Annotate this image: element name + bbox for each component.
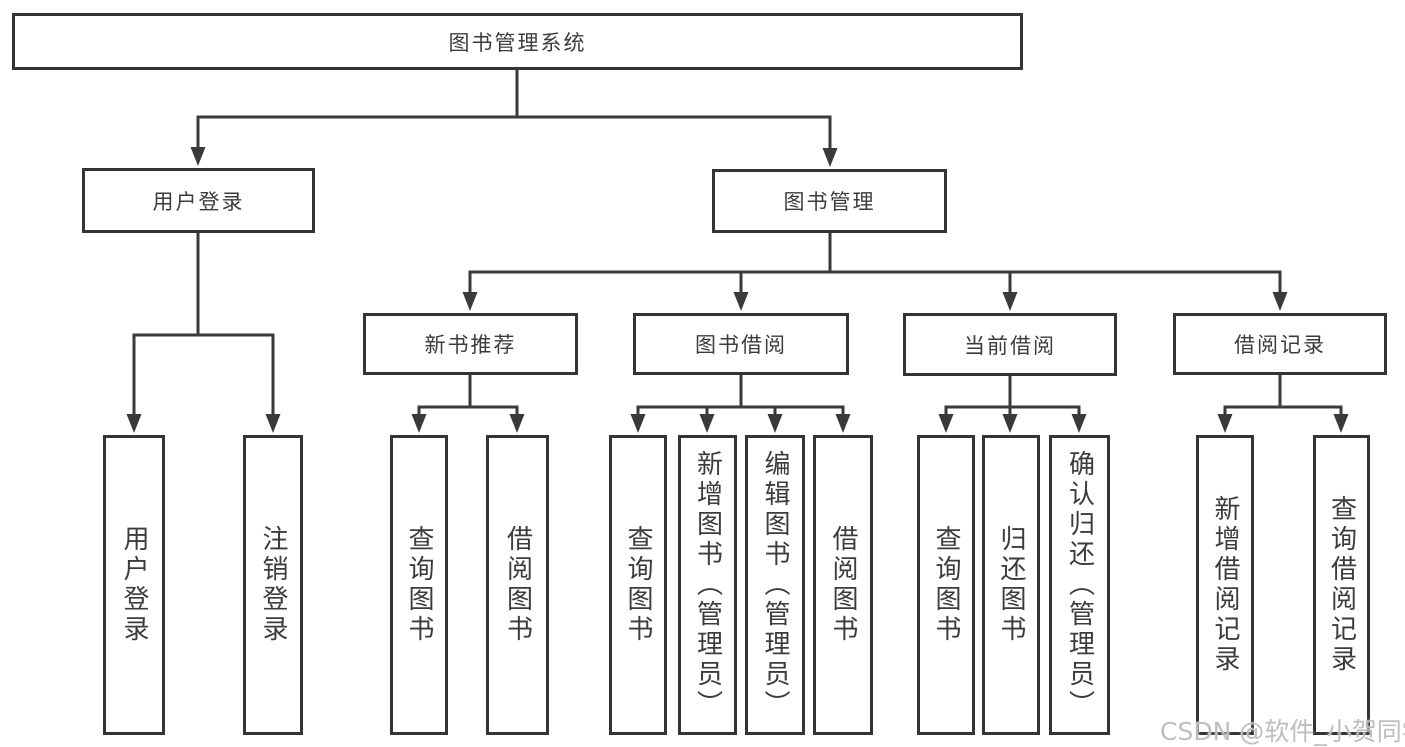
csdn-watermark: CSDN @软件_小贺同学: [1160, 717, 1405, 746]
node-leaf-bb-add-books: 新增图书（管理员）: [678, 435, 737, 735]
node-leaf-logout-label: 注销登录: [258, 525, 288, 645]
node-leaf-bb-borrow-books-label: 借阅图书: [828, 525, 858, 645]
node-current-borrowing: 当前借阅: [903, 313, 1117, 376]
node-leaf-nb-query-books: 查询图书: [390, 435, 448, 735]
node-book-management-label: 图书管理: [783, 190, 876, 214]
node-current-borrowing-label: 当前借阅: [964, 333, 1056, 358]
node-leaf-user-login: 用户登录: [103, 435, 165, 735]
node-leaf-logout: 注销登录: [243, 435, 303, 735]
node-leaf-nb-borrow-books-label: 借阅图书: [502, 525, 533, 645]
node-leaf-br-add-record: 新增借阅记录: [1196, 435, 1254, 735]
node-borrowing-records: 借阅记录: [1173, 313, 1387, 375]
node-leaf-bb-add-books-label: 新增图书（管理员）: [692, 450, 723, 720]
node-leaf-bb-borrow-books: 借阅图书: [813, 435, 873, 735]
node-leaf-cb-return-books: 归还图书: [982, 435, 1040, 735]
node-leaf-cb-confirm-return-label: 确认归还（管理员）: [1064, 450, 1095, 720]
node-user-login: 用户登录: [82, 168, 315, 233]
node-leaf-bb-edit-books: 编辑图书（管理员）: [745, 435, 805, 735]
node-new-book-recommend-label: 新书推荐: [424, 333, 517, 357]
node-book-borrowing: 图书借阅: [633, 313, 849, 375]
node-borrowing-records-label: 借阅记录: [1234, 333, 1326, 357]
node-leaf-user-login-label: 用户登录: [119, 525, 149, 645]
node-leaf-br-query-record-label: 查询借阅记录: [1326, 495, 1357, 675]
node-leaf-cb-query-books-label: 查询图书: [931, 525, 961, 645]
node-leaf-bb-query-books-label: 查询图书: [623, 525, 653, 645]
node-new-book-recommend: 新书推荐: [363, 313, 578, 375]
node-leaf-br-add-record-label: 新增借阅记录: [1210, 495, 1240, 675]
node-leaf-nb-query-books-label: 查询图书: [404, 525, 434, 645]
node-root-label: 图书管理系统: [448, 30, 587, 55]
node-leaf-bb-query-books: 查询图书: [609, 435, 667, 735]
node-root: 图书管理系统: [12, 13, 1023, 70]
node-leaf-cb-confirm-return: 确认归还（管理员）: [1049, 435, 1110, 735]
node-leaf-cb-query-books: 查询图书: [917, 435, 975, 735]
node-book-borrowing-label: 图书借阅: [695, 333, 787, 357]
node-leaf-cb-return-books-label: 归还图书: [996, 525, 1026, 645]
node-book-management: 图书管理: [712, 169, 947, 233]
node-leaf-nb-borrow-books: 借阅图书: [486, 435, 549, 735]
node-user-login-label: 用户登录: [152, 189, 245, 214]
node-leaf-br-query-record: 查询借阅记录: [1313, 435, 1370, 735]
node-leaf-bb-edit-books-label: 编辑图书（管理员）: [760, 450, 790, 720]
